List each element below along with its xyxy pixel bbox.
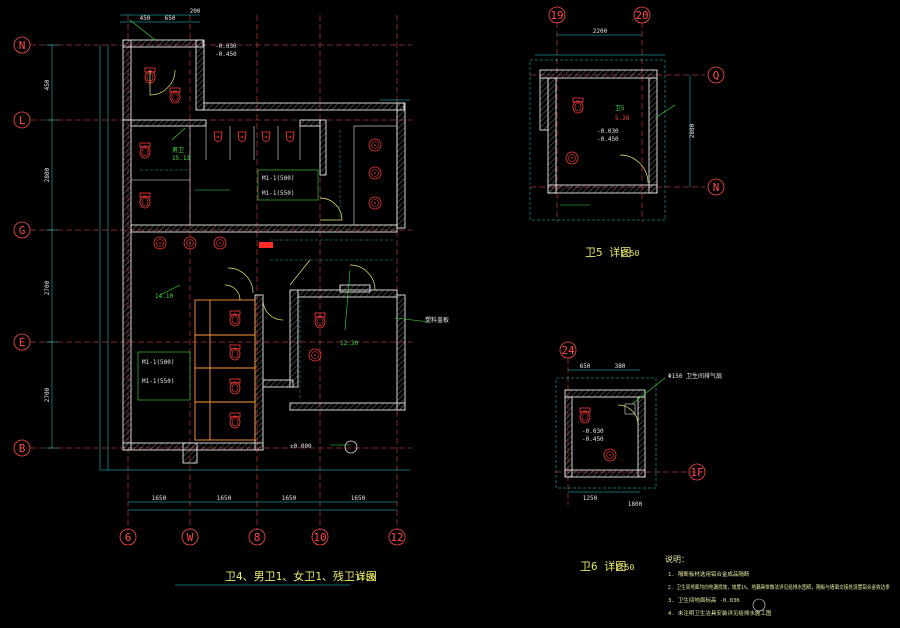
note-item-3: 3. 卫生间地面标高 -0.030 (668, 596, 740, 604)
annotations (129, 19, 431, 446)
notes: 说明： 1. 隔断板材选用铝合金成品隔断 2. 卫生间地面均向地漏找坡，坡度1%… (665, 554, 890, 617)
door-tag-3: M1-1(500) (142, 359, 175, 366)
notes-heading: 说明： (665, 554, 689, 564)
doors (149, 69, 376, 321)
fixtures (139, 67, 382, 429)
w5-grid-row-N: N (713, 181, 720, 194)
top-dim-1: 450 (140, 15, 151, 22)
door-tag-1: M1-1(500) (262, 175, 295, 182)
male-room-label: 男卫 (172, 147, 184, 154)
partitions (194, 299, 256, 441)
w6-grid-row-1F: 1F (690, 466, 703, 479)
w5-room-tag: 卫5 (615, 105, 625, 112)
w5-room-level: 5.26 (615, 115, 630, 122)
grid-row-G: G (19, 224, 26, 237)
grid-bubbles (13, 36, 406, 546)
grid-col-6: 6 (125, 531, 132, 544)
row-dim-3: 2700 (44, 280, 51, 295)
w5-scale: 1:50 (620, 249, 639, 258)
main-plan: N L G E B 6 W 8 10 12 450 2800 2700 2700… (13, 8, 449, 586)
w6-bottom-dim-1: 1250 (583, 495, 598, 502)
level-b: -0.450 (215, 51, 237, 58)
plan-w6: 24 1F 650 380 1250 1800 -0.030 -0.450 Φ1… (555, 341, 722, 573)
w5-grid-col-19: 19 (550, 9, 563, 22)
w5-title: 卫5 详图 (585, 245, 631, 259)
w6-scale: 1:50 (615, 563, 634, 572)
w6-level-b: -0.450 (582, 436, 604, 443)
grid-row-L: L (19, 114, 26, 127)
level-a: -0.030 (215, 43, 237, 50)
w5-top-dim: 2200 (593, 28, 608, 35)
grid-row-N: N (19, 39, 26, 52)
bottom-dim-3: 1650 (282, 495, 297, 502)
w5-level-b: -0.450 (597, 136, 619, 143)
access-room-level: 12.30 (340, 340, 358, 347)
note-item-2: 2. 卫生间地面均向地漏找坡，坡度1%，地漏具体做法详见给排水图纸，隔板与墙面交… (668, 583, 890, 591)
dim-lines (46, 14, 410, 586)
top-dim-2: 650 (165, 15, 176, 22)
plan-w5: 19 20 Q N 2200 2800 卫5 5.26 -0.030 -0.45… (529, 6, 725, 259)
row-dim-1: 450 (44, 79, 51, 90)
w6-callout: Φ150 卫生间排气扇 (668, 372, 722, 380)
grid-col-10: 10 (313, 531, 326, 544)
door-tag-4: M1-1(550) (142, 378, 175, 385)
w6-top-dim-1: 650 (580, 363, 591, 370)
w6-level-a: -0.030 (582, 428, 604, 435)
row-dim-4: 2700 (44, 387, 51, 402)
female-room-level: 14.10 (155, 293, 173, 300)
top-dim-3: 200 (190, 8, 201, 15)
w6-grid-col-24: 24 (561, 344, 575, 357)
w5-side-dim: 2800 (689, 123, 696, 138)
w5-grid-row-Q: Q (713, 69, 720, 82)
walls (122, 39, 406, 464)
main-plan-title: 卫4、男卫1、女卫1、残卫详图 (225, 569, 377, 583)
note-tag: 塑料盖板 (425, 316, 449, 324)
door-tag-2: M1-1(550) (262, 190, 295, 197)
row-dim-2: 2800 (44, 167, 51, 182)
w5-grid-col-20: 20 (635, 9, 648, 22)
grid-lines (30, 15, 412, 530)
grid-row-B: B (19, 442, 26, 455)
grid-col-8: 8 (254, 531, 261, 544)
w6-title: 卫6 详图 (580, 559, 626, 573)
bottom-dim-2: 1650 (217, 495, 232, 502)
w6-bottom-dim-2: 1800 (628, 501, 643, 508)
note-item-4: 4. 未注明卫生洁具安装详见给排水施工图 (668, 609, 772, 617)
main-plan-scale: 1:50 (356, 573, 375, 582)
w6-top-dim-2: 380 (615, 363, 626, 370)
bottom-dim-1: 1650 (152, 495, 167, 502)
grid-col-W: W (187, 531, 194, 544)
floor-level: ±0.000 (290, 443, 312, 450)
note-item-1: 1. 隔断板材选用铝合金成品隔断 (668, 570, 750, 578)
grid-col-12: 12 (390, 531, 403, 544)
grid-row-E: E (19, 336, 26, 349)
bottom-dim-4: 1650 (351, 495, 366, 502)
w5-level-a: -0.030 (597, 128, 619, 135)
male-room-level: 15.13 (172, 155, 190, 162)
